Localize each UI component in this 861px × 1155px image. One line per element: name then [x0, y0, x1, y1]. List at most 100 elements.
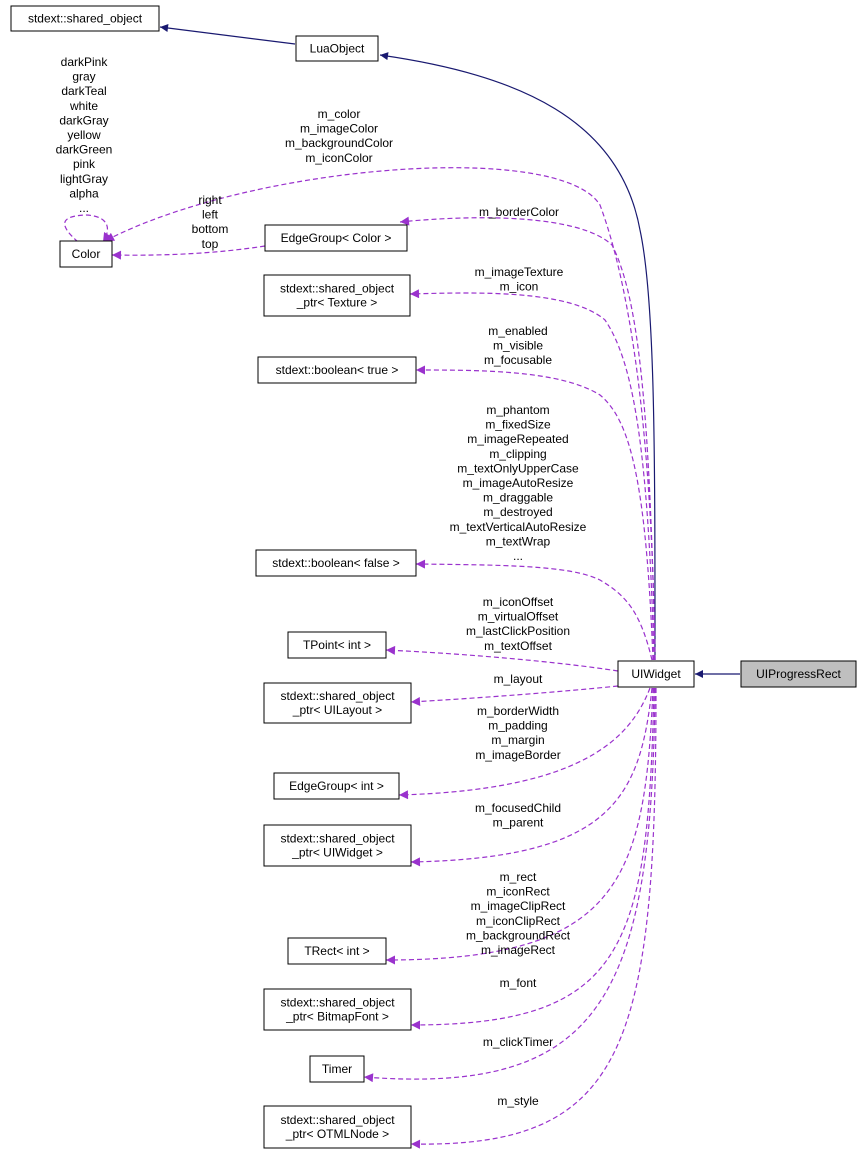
edge-label-line: m_borderColor — [479, 205, 559, 219]
edge-widget-to-otml — [410, 687, 657, 1149]
edge-label-layout-widget: m_layout — [494, 672, 543, 686]
edge-label-line: m_rect — [500, 870, 537, 884]
edge-label-line: m_imageTexture — [475, 265, 564, 279]
edge-widget-to-layout — [410, 685, 619, 706]
edge-label-tpoint-widget: m_iconOffsetm_virtualOffsetm_lastClickPo… — [466, 595, 570, 653]
edge-widget-to-bool-true — [415, 365, 654, 661]
edge-label-line: m_fixedSize — [485, 418, 551, 432]
edge-label-line: m_imageColor — [300, 122, 378, 136]
edge-label-line: darkGray — [59, 113, 108, 127]
node-label: TRect< int > — [304, 944, 369, 958]
edge-widget-to-tpoint — [385, 645, 619, 672]
edge-label-line: m_destroyed — [483, 505, 552, 519]
node-timer[interactable]: Timer — [309, 1055, 365, 1083]
edge-label-line: m_clipping — [489, 447, 546, 461]
edge-label-line: m_enabled — [488, 324, 547, 338]
node-label: stdext::shared_object — [280, 996, 395, 1010]
node-luaobject[interactable]: LuaObject — [295, 35, 379, 62]
edge-label-line: m_lastClickPosition — [466, 624, 570, 638]
edge-label-timer-widget: m_clickTimer — [483, 1035, 553, 1049]
edge-label-line: m_textOffset — [484, 639, 552, 653]
edge-label-line: ... — [79, 201, 89, 215]
edge-label-line: m_imageRect — [481, 943, 556, 957]
edge-label-color-widget: m_colorm_imageColorm_backgroundColorm_ic… — [285, 107, 393, 165]
edge-label-line: m_layout — [494, 672, 543, 686]
edge-label-line: m_iconRect — [486, 885, 550, 899]
node-label: _ptr< OTMLNode > — [285, 1127, 389, 1141]
edge-widget-to-widgetptr — [410, 687, 653, 867]
node-edgegroup-int[interactable]: EdgeGroup< int > — [273, 772, 400, 800]
node-label: stdext::boolean< true > — [276, 363, 399, 377]
edge-label-line: m_clickTimer — [483, 1035, 553, 1049]
edge-label-line: m_focusedChild — [475, 801, 561, 815]
edge-label-line: m_backgroundColor — [285, 136, 393, 150]
edge-label-line: bottom — [192, 222, 229, 236]
edge-label-line: m_textOnlyUpperCase — [457, 461, 579, 475]
edge-label-line: m_font — [500, 976, 537, 990]
edge-widget-to-bool-false — [415, 559, 653, 661]
edge-label-line: m_icon — [500, 280, 539, 294]
edge-label-color-self: darkPinkgraydarkTealwhitedarkGrayyellowd… — [56, 55, 113, 215]
node-label: stdext::shared_object — [280, 832, 395, 846]
node-edgegroup-color[interactable]: EdgeGroup< Color > — [264, 224, 408, 252]
edge-label-line: m_parent — [493, 816, 544, 830]
edge-label-line: gray — [72, 70, 95, 84]
node-color[interactable]: Color — [59, 240, 113, 268]
node-label: _ptr< Texture > — [296, 296, 378, 310]
node-stdext-shared-object[interactable]: stdext::shared_object — [10, 5, 160, 32]
edge-label-line: m_focusable — [484, 353, 552, 367]
node-texture-ptr[interactable]: stdext::shared_object_ptr< Texture > — [263, 274, 411, 317]
edge-label-line: right — [198, 193, 222, 207]
node-boolean-false[interactable]: stdext::boolean< false > — [255, 549, 417, 577]
node-uiwidget-ptr[interactable]: stdext::shared_object_ptr< UIWidget > — [263, 824, 412, 867]
edge-label-edge-color-widget: m_borderColor — [479, 205, 559, 219]
node-otmlnode-ptr[interactable]: stdext::shared_object_ptr< OTMLNode > — [263, 1105, 412, 1149]
node-tpoint-int[interactable]: TPoint< int > — [287, 631, 387, 659]
edge-label-line: pink — [73, 157, 96, 171]
edge-widget-to-texture — [409, 289, 655, 661]
edge-label-bool-false-widget: m_phantomm_fixedSizem_imageRepeatedm_cli… — [450, 403, 587, 563]
edge-luaobject-to-shared-object — [159, 24, 296, 45]
node-uilayout-ptr[interactable]: stdext::shared_object_ptr< UILayout > — [263, 682, 412, 724]
node-label: LuaObject — [310, 42, 365, 56]
edge-label-line: m_borderWidth — [477, 704, 559, 718]
edge-label-line: m_margin — [491, 733, 544, 747]
edge-uiwidget-to-luaobject — [379, 52, 656, 661]
node-bitmapfont-ptr[interactable]: stdext::shared_object_ptr< BitmapFont > — [263, 988, 412, 1031]
node-uiwidget[interactable]: UIWidget — [617, 660, 695, 688]
node-label: _ptr< BitmapFont > — [285, 1010, 389, 1024]
edge-label-line: m_imageRepeated — [467, 432, 568, 446]
edge-label-line: darkGreen — [56, 143, 113, 157]
node-label: _ptr< UILayout > — [292, 703, 382, 717]
node-label: UIWidget — [631, 667, 681, 681]
edge-widget-to-edgeint — [398, 687, 651, 800]
edge-label-line: m_phantom — [486, 403, 549, 417]
edge-label-line: m_iconColor — [305, 151, 372, 165]
edge-label-line: m_color — [318, 107, 361, 121]
node-uiprogressrect[interactable]: UIProgressRect — [740, 660, 857, 688]
edge-label-line: m_iconOffset — [483, 595, 554, 609]
edge-label-line: m_imageClipRect — [471, 899, 566, 913]
edge-label-line: m_style — [497, 1094, 539, 1108]
edge-edgecolor-to-color — [111, 245, 266, 260]
edge-label-line: top — [202, 237, 219, 251]
node-trect-int[interactable]: TRect< int > — [287, 937, 387, 965]
node-label: stdext::shared_object — [28, 12, 143, 26]
edge-label-line: m_imageAutoResize — [463, 476, 574, 490]
edge-label-line: m_virtualOffset — [478, 610, 559, 624]
edge-label-line: ... — [513, 549, 523, 563]
node-label: TPoint< int > — [303, 638, 371, 652]
node-label: stdext::shared_object — [280, 282, 395, 296]
edge-label-otml-widget: m_style — [497, 1094, 539, 1108]
edge-widget-to-color — [104, 167, 656, 661]
edge-label-line: m_backgroundRect — [466, 928, 571, 942]
edge-label-line: darkPink — [61, 55, 109, 69]
node-label: EdgeGroup< Color > — [281, 231, 392, 245]
node-boolean-true[interactable]: stdext::boolean< true > — [257, 356, 417, 384]
edge-label-line: m_visible — [493, 339, 543, 353]
edge-label-edge-int-widget: m_borderWidthm_paddingm_marginm_imageBor… — [475, 704, 560, 762]
